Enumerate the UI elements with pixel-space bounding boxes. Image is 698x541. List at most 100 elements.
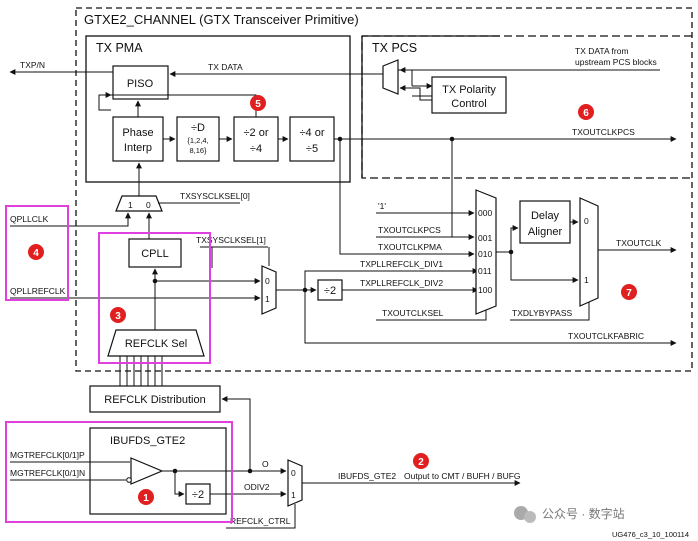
- marker-6: 6: [578, 104, 594, 120]
- mgtrefclk-p-label: MGTREFCLK[0/1]P: [10, 450, 85, 460]
- txoutclkfabric-label: TXOUTCLKFABRIC: [568, 331, 644, 341]
- tx-data-label: TX DATA: [208, 62, 243, 72]
- ibufds-output-mux: [287, 459, 303, 507]
- output-to-label: Output to CMT / BUFH / BUFG: [404, 471, 521, 481]
- mux-in-001: 001: [478, 233, 492, 243]
- txsysclksel0-label: TXSYSCLKSEL[0]: [180, 191, 250, 201]
- tx-pcs-label: TX PCS: [372, 41, 417, 55]
- bot-mux-in0: 0: [291, 468, 296, 478]
- one-const-label: '1': [378, 201, 386, 211]
- delay-aligner-label-2: Aligner: [528, 226, 563, 238]
- txoutclkpcs-top-label: TXOUTCLKPCS: [572, 127, 635, 137]
- div-4-or-5-label-1: ÷4 or: [300, 127, 325, 139]
- tx-data-from-label-1: TX DATA from: [575, 46, 629, 56]
- svg-text:1: 1: [143, 493, 149, 504]
- txpllrefclk-div2-label: TXPLLREFCLK_DIV2: [360, 278, 443, 288]
- div-d-values-2: 8,16}: [189, 146, 207, 155]
- delay-aligner-label-1: Delay: [531, 210, 560, 222]
- txpllrefclk-div1-label: TXPLLREFCLK_DIV1: [360, 259, 443, 269]
- txdlybypass-label: TXDLYBYPASS: [512, 308, 572, 318]
- txoutclkpcs-label: TXOUTCLKPCS: [378, 225, 441, 235]
- delay-aligner-block: [519, 200, 571, 244]
- tx-polarity-control-block: [431, 76, 507, 114]
- ibufds-label: IBUFDS_GTE2: [110, 435, 185, 447]
- svg-text:3: 3: [115, 311, 121, 322]
- highlight-box-4: [5, 205, 69, 301]
- marker-5: 5: [250, 95, 266, 111]
- qpllclk-label: QPLLCLK: [10, 214, 49, 224]
- sel0-in1: 1: [128, 200, 133, 210]
- div-d-block: [176, 116, 220, 162]
- mux-in-011: 011: [478, 266, 492, 276]
- bot-mux-in1: 1: [291, 490, 296, 500]
- mux-in-000: 000: [478, 208, 492, 218]
- tx-polarity-label-2: Control: [451, 98, 486, 110]
- svg-text:5: 5: [255, 99, 261, 110]
- highlight-box-1: [5, 421, 233, 523]
- div2-b-label: ÷2: [192, 489, 204, 501]
- phase-interp-block: [112, 116, 164, 162]
- marker-7: 7: [621, 284, 637, 300]
- marker-3: 3: [110, 307, 126, 323]
- figure-id: UG476_c3_10_100114: [612, 530, 689, 539]
- highlight-box-3: [98, 232, 211, 364]
- tx-data-from-label-2: upstream PCS blocks: [575, 57, 657, 67]
- txoutclksel-mux: [475, 189, 497, 315]
- phase-interp-label-2: Interp: [124, 142, 152, 154]
- txdlybypass-mux: [579, 197, 599, 307]
- div-d-label: ÷D: [191, 122, 205, 134]
- dly-in1: 1: [584, 275, 589, 285]
- qpllrefclk-label: QPLLREFCLK: [10, 286, 66, 296]
- tx-pma-label: TX PMA: [96, 41, 143, 55]
- marker-1: 1: [138, 489, 154, 505]
- refclk-sel-block: [107, 329, 205, 357]
- svg-text:4: 4: [33, 248, 39, 259]
- ibufds-buffer: [130, 457, 164, 485]
- mux-in-100: 100: [478, 285, 492, 295]
- phase-interp-label-1: Phase: [122, 127, 153, 139]
- div2-a-label: ÷2: [324, 285, 336, 297]
- svg-text:2: 2: [418, 457, 424, 468]
- mgtrefclk-n-label: MGTREFCLK[0/1]N: [10, 468, 85, 478]
- div-4-or-5-label-2: ÷5: [306, 143, 318, 155]
- div-2-or-4-label-2: ÷4: [250, 143, 262, 155]
- txoutclkpma-label: TXOUTCLKPMA: [378, 242, 442, 252]
- cpll-label: CPLL: [141, 248, 169, 260]
- div-2-or-4-label-1: ÷2 or: [244, 127, 269, 139]
- refclk-distribution-block: [89, 385, 221, 413]
- marker-2: 2: [413, 453, 429, 469]
- txoutclk-label: TXOUTCLK: [616, 238, 662, 248]
- txoutclksel-label: TXOUTCLKSEL: [382, 308, 444, 318]
- txsysclksel1-mux: [261, 265, 277, 315]
- refclk-sel-label: REFCLK Sel: [125, 338, 187, 350]
- svg-text:6: 6: [583, 108, 589, 119]
- ibufds-out-label: IBUFDS_GTE2: [338, 471, 396, 481]
- piso-label: PISO: [127, 78, 154, 90]
- sel0-in0: 0: [146, 200, 151, 210]
- tx-pcs-mux: [382, 59, 399, 95]
- channel-title: GTXE2_CHANNEL (GTX Transceiver Primitive…: [84, 12, 359, 27]
- refclk-ctrl-label: REFCLK_CTRL: [230, 516, 291, 526]
- odiv2-label: ODIV2: [244, 482, 270, 492]
- div-d-values-1: {1,2,4,: [187, 136, 208, 145]
- watermark: 公众号 · 数字站: [514, 506, 625, 523]
- txsysclksel1-label: TXSYSCLKSEL[1]: [196, 235, 266, 245]
- piso-block: [112, 65, 169, 100]
- txp-n-label: TXP/N: [20, 60, 45, 70]
- marker-4: 4: [28, 244, 44, 260]
- cpll-block: [128, 238, 182, 268]
- mux-in-010: 010: [478, 249, 492, 259]
- svg-text:7: 7: [626, 288, 632, 299]
- dly-in0: 0: [584, 216, 589, 226]
- txsysclksel0-mux: [115, 195, 163, 212]
- sel1-in0: 0: [265, 276, 270, 286]
- div-2-or-4-block: [233, 116, 279, 162]
- tx-pma-box: [85, 35, 351, 183]
- refclk-distribution-label: REFCLK Distribution: [104, 394, 205, 406]
- svg-text:公众号 · 数字站: 公众号 · 数字站: [542, 506, 625, 521]
- o-label: O: [262, 459, 269, 469]
- sel1-in1: 1: [265, 294, 270, 304]
- tx-polarity-label-1: TX Polarity: [442, 84, 496, 96]
